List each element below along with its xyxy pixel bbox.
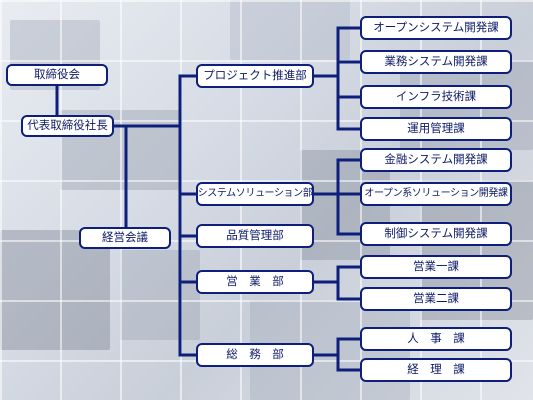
infrastructure-tech-section-box: インフラ技術課 bbox=[360, 85, 512, 109]
open-solution-dev-section-box: オープン系ソリューション開発課 bbox=[360, 182, 512, 206]
accounting-section-box: 経 理 課 bbox=[360, 358, 512, 382]
sales-section-2-box: 営業二課 bbox=[360, 287, 512, 311]
sales-dept-box: 営 業 部 bbox=[196, 270, 314, 294]
personnel-section-box: 人 事 課 bbox=[360, 327, 512, 351]
general-affairs-dept-box: 総 務 部 bbox=[196, 343, 314, 367]
business-system-dev-section-box: 業務システム開発課 bbox=[360, 50, 512, 74]
management-council-box: 経営会議 bbox=[79, 227, 171, 249]
financial-system-dev-section-box: 金融システム開発課 bbox=[360, 148, 512, 172]
sales-section-1-box: 営業一課 bbox=[360, 255, 512, 279]
control-system-dev-section-box: 制御システム開発課 bbox=[360, 222, 512, 246]
system-solution-dept-box: システムソリューション部 bbox=[196, 182, 314, 206]
quality-management-dept-box: 品質管理部 bbox=[196, 224, 314, 248]
open-system-dev-section-box: オープンシステム開発課 bbox=[360, 16, 512, 40]
operations-management-section-box: 運用管理課 bbox=[360, 117, 512, 141]
board-of-directors-box: 取締役会 bbox=[6, 64, 108, 86]
president-box: 代表取締役社長 bbox=[21, 115, 114, 137]
project-promotion-dept-box: プロジェクト推進部 bbox=[196, 64, 314, 88]
